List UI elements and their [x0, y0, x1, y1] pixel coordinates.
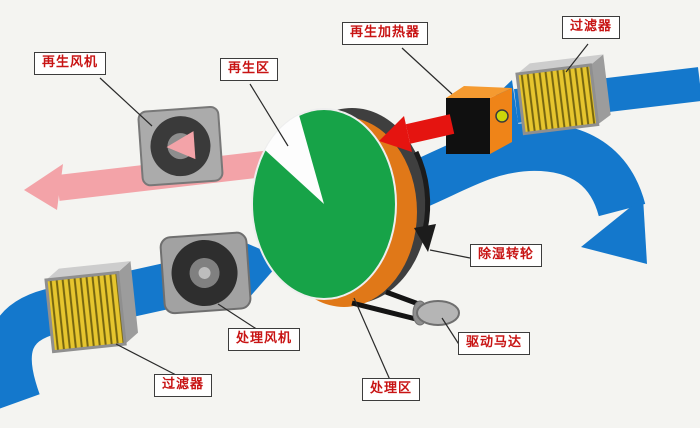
rotation-arrowhead: [414, 224, 436, 252]
leader-rotor: [429, 249, 471, 259]
leader-regen-heater: [401, 47, 453, 95]
filter-top-graphic: [515, 54, 611, 136]
label-rotor: 除湿转轮: [470, 244, 543, 268]
label-drive-motor: 驱动马达: [458, 332, 531, 356]
label-regen-fan: 再生风机: [34, 52, 107, 76]
heater-indicator-light: [495, 109, 509, 123]
label-regen-heater: 再生加热器: [342, 22, 429, 46]
rotation-arrow: [413, 150, 431, 231]
leader-regen-fan: [99, 77, 153, 127]
hot-air-arrow: [379, 114, 455, 152]
regen-heater-graphic: [446, 86, 512, 154]
label-filter-top: 过滤器: [562, 16, 621, 40]
label-filter-bottom: 过滤器: [154, 374, 213, 398]
label-regen-zone: 再生区: [220, 58, 279, 82]
process-fan-graphic: [159, 231, 252, 315]
leader-process-fan: [217, 303, 259, 331]
drive-motor-graphic: [351, 289, 460, 326]
belt-lower: [351, 300, 421, 323]
leader-drive-motor: [441, 317, 461, 347]
leader-filter-top: [565, 43, 589, 73]
wheel-regen-sector: [265, 115, 324, 204]
leader-process-zone: [353, 297, 391, 381]
filter-bottom-graphic: [44, 261, 139, 354]
label-process-zone: 处理区: [362, 378, 421, 402]
leader-filter-bottom: [115, 343, 179, 377]
leader-regen-zone: [249, 83, 289, 147]
label-process-fan: 处理风机: [228, 328, 301, 352]
leader-lines: [99, 43, 589, 381]
desiccant-wheel-graphic: [251, 108, 436, 307]
regen-fan-graphic: [137, 105, 224, 187]
